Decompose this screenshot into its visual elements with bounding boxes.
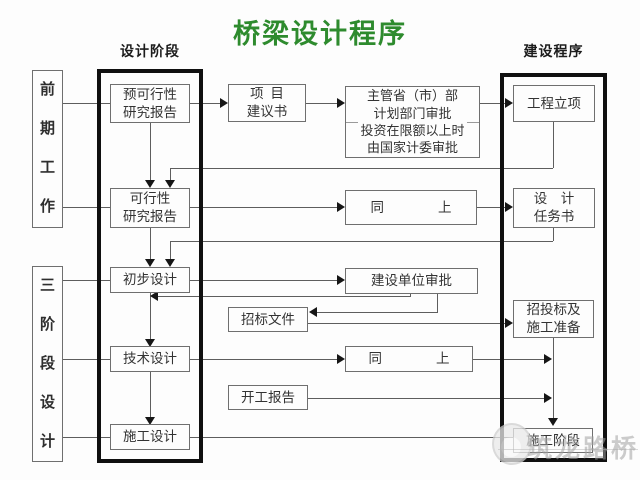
approval-box-divider-left bbox=[346, 122, 358, 123]
connector-feedback-designtask-preliminary bbox=[170, 241, 553, 242]
arrow-down-into-constructionstage-icon bbox=[548, 418, 558, 426]
arrow-into-ditto1-icon bbox=[337, 202, 345, 212]
construction-procedure-header: 建设程序 bbox=[523, 45, 584, 60]
arrow-into-ditto2-icon bbox=[337, 354, 345, 364]
connector-approval-initiation bbox=[480, 103, 506, 104]
connector-designtask-down bbox=[553, 225, 554, 241]
connector-biddingdocs-preparation bbox=[308, 323, 507, 324]
side-label-early-work: 前期工作 bbox=[32, 70, 63, 228]
node-project-initiation: 工程立项 bbox=[513, 85, 595, 122]
connector-feedback-ownerapproval-flow bbox=[155, 296, 410, 297]
connector-feasibility-ditto1 bbox=[190, 207, 338, 208]
connector-threestage-technical bbox=[63, 359, 110, 360]
connector-proposal-approval bbox=[305, 103, 338, 104]
node-project-proposal: 项 目 建议书 bbox=[228, 84, 306, 122]
node-design-task: 设 计 任务书 bbox=[513, 188, 595, 228]
connector-threestage-constructiondesign bbox=[63, 437, 110, 438]
design-phase-header: 设计阶段 bbox=[120, 45, 180, 60]
arrow-down-into-feasibility-right-icon bbox=[165, 180, 175, 188]
arrow-into-initiation-icon bbox=[505, 98, 513, 108]
node-feasibility-report: 可行性 研究报告 bbox=[110, 188, 190, 228]
arrow-commencement-join-icon bbox=[544, 393, 552, 403]
connector-prefeasibility-down bbox=[150, 123, 151, 183]
connector-constructiondesign-stage bbox=[190, 437, 513, 438]
watermark-text: 筑龙路桥 bbox=[527, 436, 640, 463]
arrow-down-into-preliminary-left-icon bbox=[145, 259, 155, 267]
approval-box-divider-right bbox=[467, 122, 479, 123]
connector-preliminary-ownerapproval bbox=[190, 280, 338, 281]
connector-preliminary-down bbox=[150, 292, 151, 342]
connector-feedback2-down bbox=[170, 241, 171, 261]
arrow-down-into-constructiondesign-icon bbox=[145, 417, 155, 425]
page-title: 桥梁设计程序 bbox=[233, 19, 407, 49]
connector-feedback1-down bbox=[170, 168, 171, 182]
arrow-down-into-preliminary-right-icon bbox=[165, 259, 175, 267]
node-commencement-report: 开工报告 bbox=[228, 385, 308, 410]
watermark-mascot-icon bbox=[492, 423, 532, 465]
node-technical-design: 技术设计 bbox=[110, 346, 190, 372]
connector-earlywork-prefeasibility bbox=[63, 103, 110, 104]
connector-commencement-rightflow bbox=[308, 398, 545, 399]
connector-technical-down bbox=[150, 372, 151, 420]
design-phase-column-frame bbox=[97, 69, 203, 463]
connector-preparation-down bbox=[553, 338, 554, 420]
node-ditto-2: 同 上 bbox=[345, 346, 473, 372]
connector-ditto2-rightflow bbox=[473, 359, 545, 360]
connector-feedback-ownerapproval-biddingdocs bbox=[316, 312, 437, 313]
watermark-strike-line bbox=[498, 449, 638, 450]
node-construction-design: 施工设计 bbox=[110, 424, 190, 450]
arrow-into-biddingdocs-icon bbox=[309, 307, 317, 317]
node-preliminary-design: 初步设计 bbox=[110, 267, 190, 293]
node-pre-feasibility-report: 预可行性 研究报告 bbox=[110, 84, 190, 123]
connector-initiation-down bbox=[553, 122, 554, 168]
connector-prefeasibility-proposal bbox=[190, 103, 221, 104]
connector-ditto1-designtask bbox=[477, 207, 506, 208]
connector-ownerapproval-stub1 bbox=[410, 294, 411, 297]
arrow-into-proposal-icon bbox=[220, 98, 228, 108]
node-ditto-1: 同 上 bbox=[345, 190, 477, 225]
node-bidding-documents: 招标文件 bbox=[228, 307, 308, 332]
connector-ownerapproval-stub2 bbox=[437, 294, 438, 313]
connector-feedback-initiation-feasibility bbox=[170, 168, 553, 169]
side-label-three-stage-design: 三阶段设计 bbox=[32, 266, 63, 462]
arrow-ditto2-join-icon bbox=[544, 354, 552, 364]
arrow-into-ownerapproval-icon bbox=[337, 275, 345, 285]
construction-procedure-column-frame bbox=[500, 73, 607, 462]
node-owner-approval: 建设单位审批 bbox=[345, 268, 478, 294]
arrow-into-preparation-icon bbox=[505, 318, 513, 328]
arrow-into-designtask-icon bbox=[505, 202, 513, 212]
node-authority-approval: 主管省（市）部 计划部门审批 投资在限额以上时 由国家计委审批 bbox=[345, 86, 480, 158]
connector-threestage-preliminary bbox=[63, 280, 110, 281]
connector-technical-ditto2 bbox=[190, 359, 338, 360]
arrow-down-into-feasibility-left-icon bbox=[145, 180, 155, 188]
node-bidding-preparation: 招投标及 施工准备 bbox=[513, 300, 594, 338]
arrow-into-authority-approval-icon bbox=[337, 98, 345, 108]
arrow-down-into-technical-icon bbox=[145, 339, 155, 347]
connector-earlywork-feasibility bbox=[63, 207, 110, 208]
arrow-feedback-into-mainflow-icon bbox=[150, 291, 158, 301]
connector-feasibility-down bbox=[150, 228, 151, 262]
